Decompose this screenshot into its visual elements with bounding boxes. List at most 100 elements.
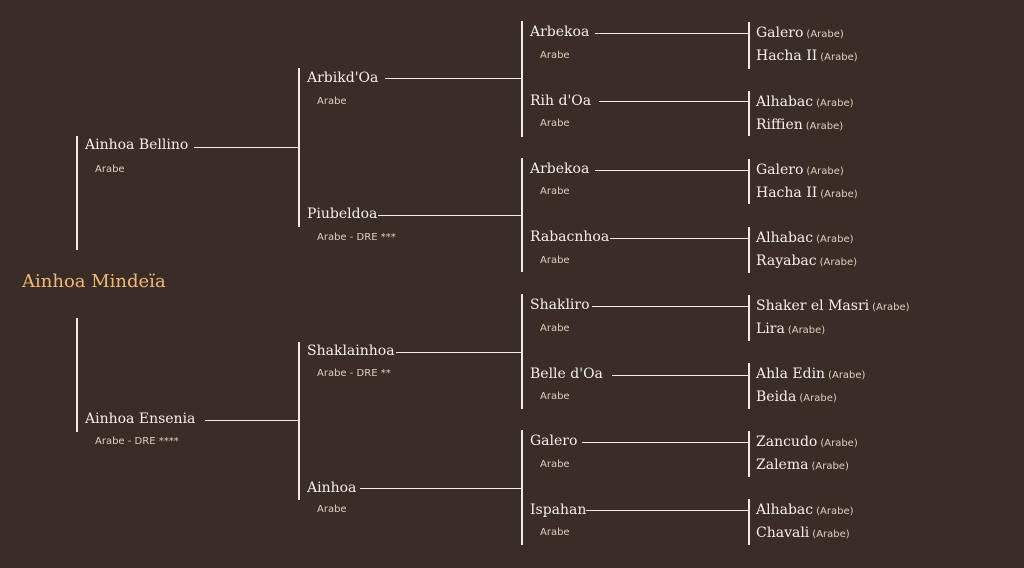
gen2-name: Arbikd'Oa bbox=[307, 70, 379, 86]
gen3-bracket bbox=[521, 158, 523, 272]
gen2-connector bbox=[396, 352, 523, 353]
gen4-breed: (Arabe) bbox=[816, 506, 854, 517]
gen4-bracket bbox=[748, 227, 750, 273]
gen4-entry: Ahla Edin(Arabe) bbox=[756, 366, 865, 382]
gen3-connector bbox=[592, 306, 750, 307]
gen3-name: Belle d'Oa bbox=[530, 366, 603, 382]
gen4-entry: Shaker el Masri(Arabe) bbox=[756, 298, 910, 314]
gen3-breed: Arabe bbox=[540, 323, 570, 334]
gen4-entry: Galero(Arabe) bbox=[756, 162, 844, 178]
gen4-name: Riffien bbox=[756, 117, 803, 133]
gen2-breed: Arabe bbox=[317, 504, 347, 515]
gen4-breed: (Arabe) bbox=[811, 461, 849, 472]
gen4-name: Zalema bbox=[756, 457, 809, 473]
gen4-bracket bbox=[748, 159, 750, 204]
dam-connector bbox=[205, 420, 298, 421]
gen3-name: Arbekoa bbox=[530, 161, 590, 177]
gen4-name: Galero bbox=[756, 25, 804, 41]
gen4-name: Rayabac bbox=[756, 253, 817, 269]
gen3-connector bbox=[610, 238, 750, 239]
gen2-connector bbox=[360, 488, 521, 489]
gen4-entry: Alhabac(Arabe) bbox=[756, 230, 854, 246]
gen4-breed: (Arabe) bbox=[820, 52, 858, 63]
gen4-breed: (Arabe) bbox=[806, 166, 844, 177]
gen3-name: Ispahan bbox=[530, 502, 587, 518]
gen3-breed: Arabe bbox=[540, 255, 570, 266]
gen4-entry: Hacha II(Arabe) bbox=[756, 48, 858, 64]
gen3-bracket bbox=[521, 430, 523, 545]
gen4-entry: Alhabac(Arabe) bbox=[756, 502, 854, 518]
gen3-breed: Arabe bbox=[540, 459, 570, 470]
gen4-bracket bbox=[748, 363, 750, 409]
gen3-name: Shakliro bbox=[530, 297, 590, 313]
gen3-connector bbox=[586, 510, 750, 511]
gen2-breed: Arabe - DRE *** bbox=[317, 232, 396, 243]
subject-name: Ainhoa Mindeïa bbox=[22, 271, 166, 292]
gen4-entry: Riffien(Arabe) bbox=[756, 117, 843, 133]
gen3-breed: Arabe bbox=[540, 50, 570, 61]
gen4-breed: (Arabe) bbox=[872, 302, 910, 313]
gen3-bracket bbox=[521, 294, 523, 409]
gen4-entry: Zancudo(Arabe) bbox=[756, 434, 858, 450]
gen3-breed: Arabe bbox=[540, 118, 570, 129]
gen2-breed: Arabe bbox=[317, 96, 347, 107]
gen3-connector bbox=[595, 170, 750, 171]
gen4-name: Beida bbox=[756, 389, 797, 405]
gen4-bracket bbox=[748, 499, 750, 545]
gen4-entry: Lira(Arabe) bbox=[756, 321, 825, 337]
sire-breed: Arabe bbox=[95, 164, 125, 175]
gen4-bracket bbox=[748, 22, 750, 69]
gen2-name: Piubeldoa bbox=[307, 206, 378, 222]
gen4-breed: (Arabe) bbox=[787, 325, 826, 336]
gen4-breed: (Arabe) bbox=[816, 98, 854, 109]
gen2-breed: Arabe - DRE ** bbox=[317, 368, 391, 379]
gen4-bracket bbox=[748, 91, 750, 136]
dam-name: Ainhoa Ensenia bbox=[85, 411, 196, 427]
gen3-name: Galero bbox=[530, 433, 578, 449]
gen2-connector bbox=[385, 78, 523, 79]
gen4-bracket bbox=[748, 431, 750, 477]
gen3-connector bbox=[599, 101, 750, 102]
gen4-breed: (Arabe) bbox=[816, 234, 854, 245]
gen4-entry: Chavali(Arabe) bbox=[756, 525, 850, 541]
gen4-name: Galero bbox=[756, 162, 804, 178]
gen4-entry: Beida(Arabe) bbox=[756, 389, 837, 405]
gen4-bracket bbox=[748, 295, 750, 341]
gen3-bracket bbox=[521, 21, 523, 137]
gen3-name: Rabacnhoa bbox=[530, 229, 610, 245]
gen3-breed: Arabe bbox=[540, 391, 570, 402]
gen3-breed: Arabe bbox=[540, 527, 570, 538]
dam-bracket-line bbox=[76, 318, 78, 432]
gen4-name: Ahla Edin bbox=[756, 366, 826, 382]
gen4-breed: (Arabe) bbox=[806, 29, 844, 40]
gen4-breed: (Arabe) bbox=[828, 370, 866, 381]
gen3-connector bbox=[582, 442, 750, 443]
gen4-name: Hacha II bbox=[756, 48, 818, 64]
gen4-breed: (Arabe) bbox=[799, 393, 837, 404]
gen4-entry: Rayabac(Arabe) bbox=[756, 253, 857, 269]
gen4-name: Zancudo bbox=[756, 434, 818, 450]
gen3-connector bbox=[612, 375, 750, 376]
dam-breed: Arabe - DRE **** bbox=[95, 436, 179, 447]
gen4-breed: (Arabe) bbox=[820, 189, 858, 200]
gen2-upper-bracket bbox=[298, 68, 300, 227]
gen2-connector bbox=[378, 215, 523, 216]
gen4-entry: Zalema(Arabe) bbox=[756, 457, 849, 473]
gen4-name: Alhabac bbox=[756, 230, 814, 246]
gen3-name: Arbekoa bbox=[530, 24, 590, 40]
gen4-name: Shaker el Masri bbox=[756, 298, 870, 314]
gen4-name: Alhabac bbox=[756, 502, 814, 518]
gen4-name: Lira bbox=[756, 321, 785, 337]
gen4-entry: Galero(Arabe) bbox=[756, 25, 844, 41]
gen4-breed: (Arabe) bbox=[805, 121, 844, 132]
gen4-breed: (Arabe) bbox=[820, 438, 858, 449]
sire-connector bbox=[194, 147, 300, 148]
gen2-name: Shaklainhoa bbox=[307, 343, 395, 359]
gen3-name: Rih d'Oa bbox=[530, 93, 592, 109]
gen4-breed: (Arabe) bbox=[812, 529, 850, 540]
gen4-breed: (Arabe) bbox=[819, 257, 858, 268]
gen4-name: Alhabac bbox=[756, 94, 814, 110]
gen4-entry: Hacha II(Arabe) bbox=[756, 185, 858, 201]
gen2-lower-bracket bbox=[298, 342, 300, 500]
